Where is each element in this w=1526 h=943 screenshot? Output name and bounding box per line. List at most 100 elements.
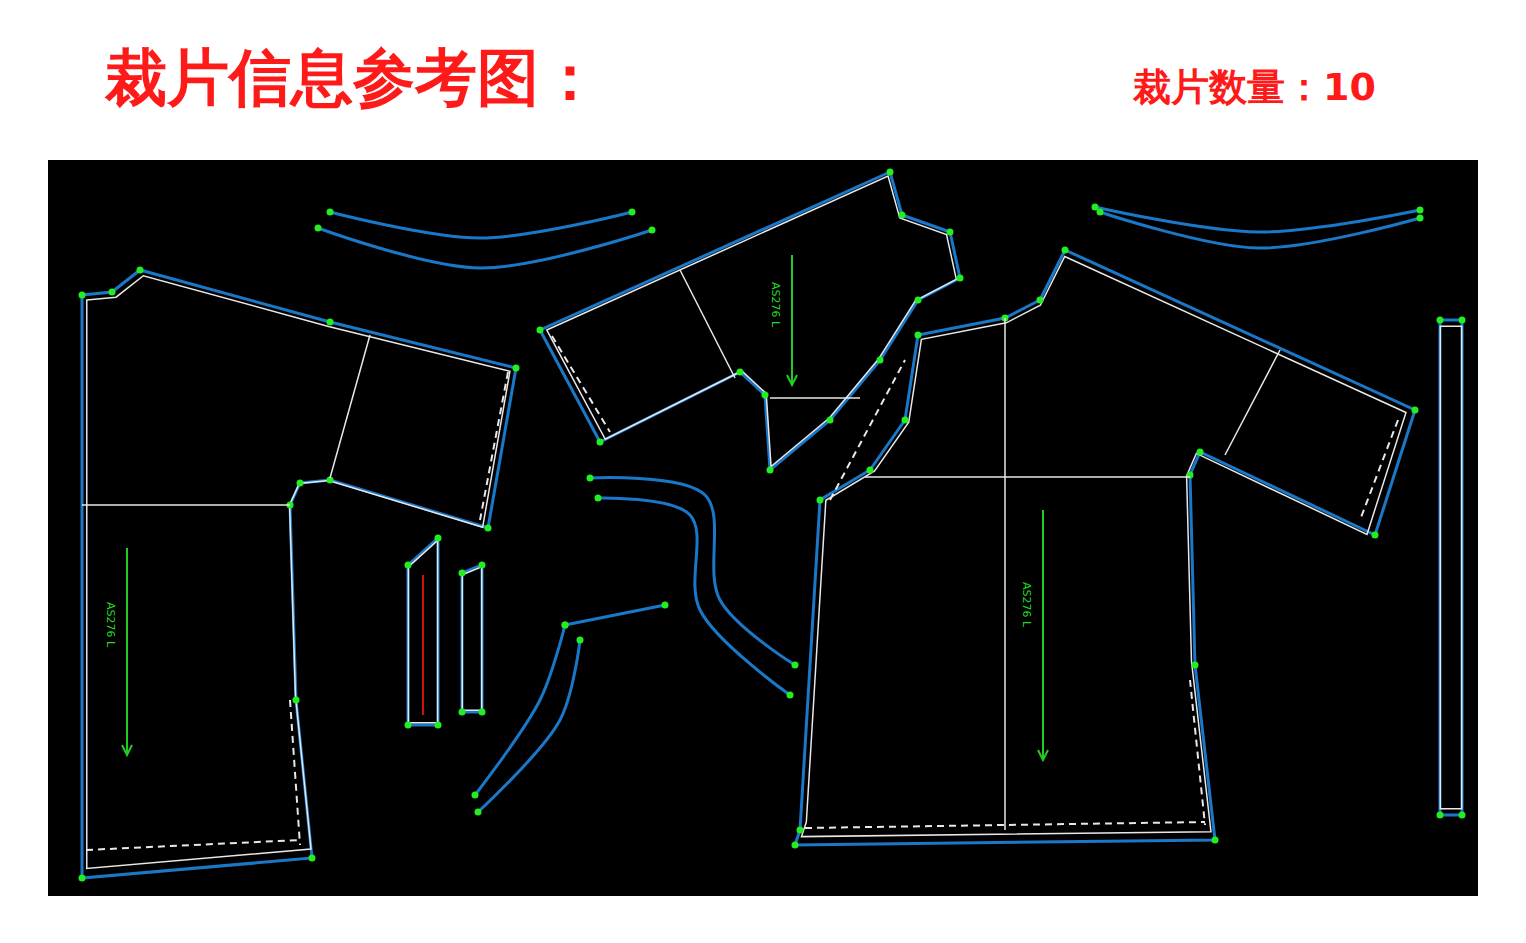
point-marker [327,319,334,326]
point-marker [475,809,482,816]
point-marker [562,622,569,629]
point-marker [327,209,334,216]
point-marker [867,467,874,474]
stitch-line [830,360,905,500]
stitch-line [552,336,610,432]
facing-band [330,212,632,238]
guide-line [1225,350,1280,455]
point-marker [537,327,544,334]
point-marker [587,475,594,482]
stitch-line [86,840,300,850]
cad-canvas [48,160,1478,896]
guide-line [1004,318,1006,830]
grain-arrow [126,548,128,755]
small-strip-seam [462,567,482,710]
point-marker [435,535,442,542]
point-marker [405,562,412,569]
guide-line [680,270,735,378]
small-strip-seam [408,541,437,723]
grain-arrowhead [1038,750,1048,760]
facing-band [590,478,795,665]
point-marker [1212,837,1219,844]
stitch-line [290,700,300,845]
front-piece [795,250,1415,845]
point-marker [1197,449,1204,456]
facing-band [565,605,665,625]
stitch-line [480,372,508,520]
point-marker [405,722,412,729]
long-strip [1440,320,1462,815]
point-marker [1412,407,1419,414]
page-title: 裁片信息参考图： [105,36,601,120]
grain-arrow [791,255,793,385]
facing-band [598,498,790,695]
point-marker [887,169,894,176]
point-marker [662,602,669,609]
point-marker [817,497,824,504]
small-strip [408,538,438,725]
point-marker [459,709,466,716]
point-marker [649,227,656,234]
point-marker [915,297,922,304]
point-marker [79,292,86,299]
point-marker [957,275,964,282]
point-marker [1417,207,1424,214]
grain-arrowhead [122,745,132,755]
point-marker [1437,812,1444,819]
point-marker [485,525,492,532]
point-marker [577,637,584,644]
point-marker [479,709,486,716]
point-marker [595,495,602,502]
point-marker [597,439,604,446]
facing-band [1095,207,1420,232]
piece-code: AS276 L [769,280,782,329]
guide-line [330,335,370,478]
point-marker [767,467,774,474]
facing-band [478,640,580,812]
point-marker [629,209,636,216]
back-piece-seam [87,276,510,869]
grain-arrow [1042,510,1044,760]
point-marker [297,480,304,487]
point-marker [899,212,906,219]
facing-band [1100,212,1420,248]
point-marker [479,562,486,569]
back-piece [82,270,516,878]
point-marker [293,697,300,704]
point-marker [1037,297,1044,304]
point-marker [737,369,744,376]
point-marker [787,692,794,699]
point-marker [947,229,954,236]
point-marker [1192,662,1199,669]
point-marker [915,332,922,339]
fold-line [422,575,424,715]
piece-count: 裁片数量：10 [1133,62,1376,113]
point-marker [109,289,116,296]
point-marker [1417,215,1424,222]
point-marker [1092,204,1099,211]
guide-line [865,476,1190,478]
point-marker [1459,812,1466,819]
facing-band [318,228,652,268]
point-marker [472,792,479,799]
point-marker [309,855,316,862]
point-marker [797,827,804,834]
point-marker [1097,209,1104,216]
stitch-line [805,822,1205,828]
point-marker [435,722,442,729]
point-marker [1437,317,1444,324]
point-marker [315,225,322,232]
point-marker [562,622,569,629]
point-marker [79,875,86,882]
point-marker [792,662,799,669]
point-marker [1062,247,1069,254]
point-marker [137,267,144,274]
point-marker [792,842,799,849]
grain-arrowhead [787,375,797,385]
stitch-line [1360,420,1398,520]
point-marker [1372,532,1379,539]
guide-line [770,397,860,399]
long-strip-seam [1440,326,1461,809]
sleeve-piece-seam [547,176,957,467]
